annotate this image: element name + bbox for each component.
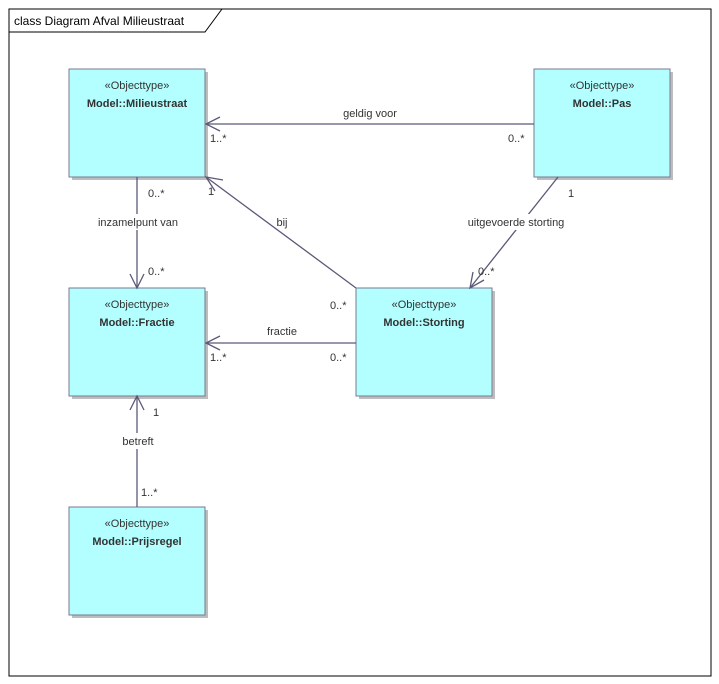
arrowhead xyxy=(469,271,485,290)
label-background xyxy=(115,433,161,449)
target-multiplicity: 0..* xyxy=(148,266,165,278)
source-multiplicity: 0..* xyxy=(148,188,165,200)
class-name: Model::Milieustraat xyxy=(87,98,188,110)
arrowhead xyxy=(204,335,221,351)
class-name: Model::Prijsregel xyxy=(92,536,181,548)
target-multiplicity: 0..* xyxy=(478,266,495,278)
class-stereotype: «Objecttype» xyxy=(392,299,457,311)
association-inzamelpunt-van[interactable]: inzamelpunt van 0..* 0..* xyxy=(89,177,187,290)
class-name: Model::Storting xyxy=(383,317,464,329)
association-label: geldig voor xyxy=(343,108,397,120)
target-multiplicity: 1 xyxy=(208,186,214,198)
association-label: fractie xyxy=(267,326,297,338)
association-line xyxy=(469,176,559,289)
association-label: betreft xyxy=(122,436,153,448)
class-box xyxy=(533,68,671,178)
association-label: uitgevoerde storting xyxy=(468,217,565,229)
association-fractie[interactable]: fractie 1..* 0..* xyxy=(204,326,356,364)
association-label: bij xyxy=(276,217,287,229)
association-line xyxy=(205,176,357,289)
class-stereotype: «Objecttype» xyxy=(570,80,635,92)
association-geldig-voor[interactable]: geldig voor 1..* 0..* xyxy=(204,108,534,145)
source-multiplicity: 1 xyxy=(568,188,574,200)
class-stereotype: «Objecttype» xyxy=(105,299,170,311)
label-background xyxy=(457,214,575,230)
target-multiplicity: 1..* xyxy=(210,133,227,145)
class-box xyxy=(355,287,493,397)
frame-tab xyxy=(9,8,223,33)
class-stereotype: «Objecttype» xyxy=(105,518,170,530)
class-storting[interactable]: «Objecttype» Model::Storting xyxy=(355,287,495,399)
association-label: inzamelpunt van xyxy=(98,217,178,229)
arrowhead xyxy=(204,176,224,192)
source-multiplicity: 0..* xyxy=(330,352,347,364)
association-bij[interactable]: bij 1 0..* xyxy=(204,176,357,312)
class-fractie[interactable]: «Objecttype» Model::Fractie xyxy=(68,287,208,399)
source-multiplicity: 0..* xyxy=(508,133,525,145)
label-background xyxy=(89,214,187,230)
class-box xyxy=(68,506,206,616)
class-name: Model::Pas xyxy=(573,98,632,110)
class-milieustraat[interactable]: «Objecttype» Model::Milieustraat xyxy=(68,68,208,180)
association-betreft[interactable]: betreft 1 1..* xyxy=(115,394,161,507)
association-uitgevoerde-storting[interactable]: uitgevoerde storting 1 0..* xyxy=(457,176,575,290)
target-multiplicity: 1..* xyxy=(210,352,227,364)
source-multiplicity: 0..* xyxy=(330,300,347,312)
arrowhead xyxy=(129,394,145,411)
class-name: Model::Fractie xyxy=(99,317,174,329)
class-box xyxy=(68,287,206,397)
class-prijsregel[interactable]: «Objecttype» Model::Prijsregel xyxy=(68,506,208,618)
source-multiplicity: 1..* xyxy=(141,487,158,499)
frame-title: class Diagram Afval Milieustraat xyxy=(14,14,185,28)
class-pas[interactable]: «Objecttype» Model::Pas xyxy=(533,68,673,180)
arrowhead xyxy=(204,116,221,132)
arrowhead xyxy=(129,273,145,290)
class-stereotype: «Objecttype» xyxy=(105,80,170,92)
target-multiplicity: 1 xyxy=(153,407,159,419)
